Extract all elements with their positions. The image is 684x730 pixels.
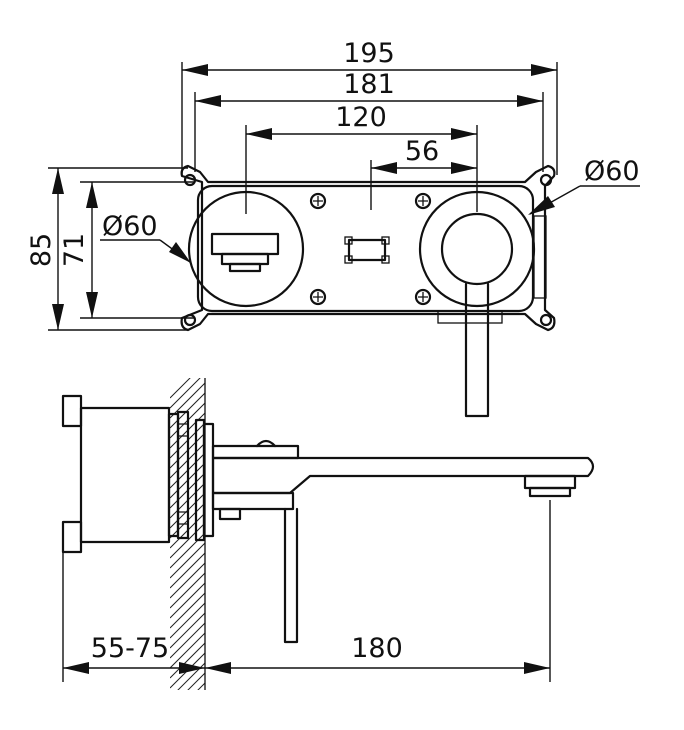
- dimension-120: 120: [245, 102, 478, 214]
- screw-icon: [309, 192, 327, 210]
- ear-hole-br: [539, 313, 553, 327]
- diameter-right: Ø60: [528, 156, 640, 215]
- aerator: [523, 474, 577, 490]
- front-view: [180, 164, 556, 418]
- plate-inner-body: [196, 184, 535, 313]
- spout-body: [211, 456, 595, 495]
- dimension-85: 85: [26, 167, 188, 331]
- side-view: [61, 394, 595, 644]
- dim-181-label: 181: [343, 69, 395, 100]
- dimension-56: 56: [370, 136, 477, 210]
- mounting-plate-outline: [180, 164, 556, 332]
- dimension-195: 195: [181, 38, 558, 175]
- outlet-fitting: [210, 232, 280, 273]
- mixer-cartridge: [440, 212, 514, 286]
- dimension-180: 180: [205, 500, 551, 682]
- dimension-55-75: 55-75: [62, 552, 205, 682]
- spout-nut-bump: [255, 439, 277, 448]
- diameter-left: Ø60: [100, 211, 191, 263]
- dim-56-label: 56: [405, 136, 439, 167]
- center-bracket-icon: [344, 236, 390, 264]
- dim-85-label: 85: [26, 233, 57, 267]
- mixer-stem: [218, 507, 242, 521]
- dimension-181: 181: [194, 69, 544, 172]
- dia-left-label: Ø60: [102, 211, 158, 242]
- dimension-71: 71: [59, 181, 195, 319]
- dia-right-label: Ø60: [584, 156, 640, 187]
- screw-icon: [309, 288, 327, 306]
- body-flange: [176, 410, 190, 540]
- ear-hole-bl: [183, 313, 197, 327]
- screw-icon: [414, 192, 432, 210]
- plate-bottom-tab: [437, 310, 503, 324]
- mixer-lever: [464, 282, 490, 418]
- dim-55-75-label: 55-75: [91, 633, 169, 664]
- concealed-body: [79, 406, 171, 544]
- body-ear-top: [61, 394, 83, 428]
- aerator-tip: [528, 486, 572, 498]
- dim-120-label: 120: [335, 102, 387, 133]
- dim-195-label: 195: [343, 38, 395, 69]
- dim-71-label: 71: [59, 233, 90, 267]
- body-ear-bottom: [61, 520, 83, 554]
- ear-hole-tr: [539, 173, 553, 187]
- flange-threads: [178, 423, 188, 525]
- mixer-base: [211, 491, 295, 511]
- dim-180-label: 180: [351, 633, 403, 664]
- screw-icon: [414, 288, 432, 306]
- ear-hole-tl: [183, 173, 197, 187]
- side-lever: [283, 507, 299, 644]
- spout-nut: [211, 444, 300, 460]
